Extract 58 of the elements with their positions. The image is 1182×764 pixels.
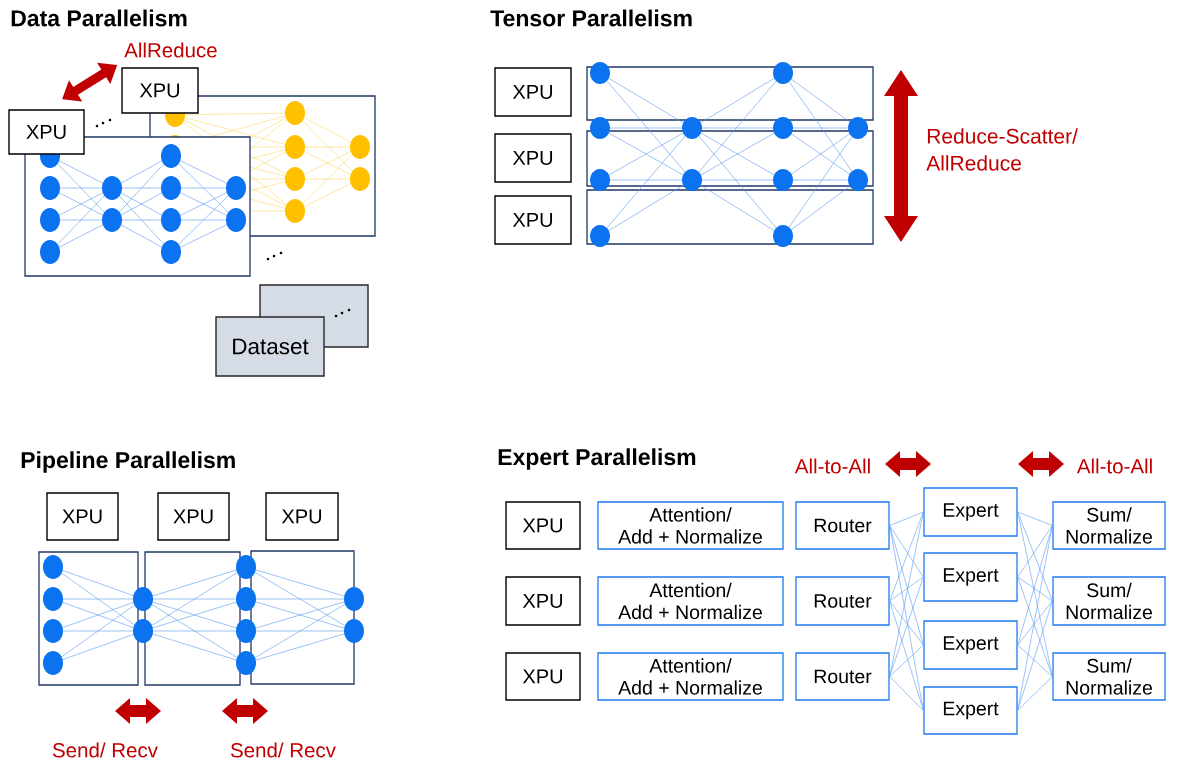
processor-box: XPU — [8, 109, 85, 155]
sum-box: Sum/ Normalize — [1052, 576, 1166, 626]
connector-line — [1017, 676, 1053, 711]
layer-box: Attention/ Add + Normalize — [597, 576, 784, 626]
sum-box: Sum/ Normalize — [1052, 652, 1166, 701]
connector-line — [889, 525, 924, 646]
section-heading: Data Parallelism — [11, 9, 187, 27]
processor-box: XPU — [121, 67, 199, 114]
connector-line — [1017, 511, 1053, 526]
expert-box: Expert — [923, 686, 1018, 735]
section-heading: Tensor Parallelism — [490, 9, 692, 27]
layer-box: Attention/ Add + Normalize — [597, 501, 784, 550]
processor-box: XPU — [46, 492, 119, 541]
section-heading: Expert Parallelism — [498, 448, 696, 470]
operation-label: All-to-All — [794, 458, 870, 474]
processor-box: XPU — [157, 492, 230, 541]
processor-box: XPU — [265, 492, 339, 541]
operation-label: Reduce-Scatter/ AllReduce — [926, 128, 1078, 171]
sum-box: Sum/ Normalize — [1052, 501, 1166, 550]
layer-box: Attention/ Add + Normalize — [597, 652, 784, 701]
connector-line — [889, 576, 924, 677]
edge-label: AllReduce — [123, 41, 219, 59]
connector-line — [889, 511, 924, 526]
expert-box: Expert — [923, 552, 1018, 602]
connector-line — [889, 576, 924, 602]
connector-line — [1017, 576, 1053, 677]
connector-line — [889, 511, 924, 677]
connector-line — [889, 525, 924, 711]
connector-line — [1017, 644, 1053, 677]
processor-box: XPU — [494, 195, 572, 245]
router-box: Router — [795, 501, 890, 550]
router-box: Router — [795, 576, 890, 626]
connector-line — [1017, 525, 1053, 578]
connector-line — [889, 600, 924, 646]
processor-box: XPU — [505, 501, 581, 550]
connector-line — [1017, 525, 1053, 711]
processor-box: XPU — [494, 67, 572, 117]
connector-line — [1017, 511, 1053, 677]
operation-label: Send/ Recv — [230, 742, 336, 758]
expert-box: Expert — [923, 620, 1018, 670]
connector-line — [889, 676, 924, 711]
router-box: Router — [795, 652, 890, 701]
processor-box: XPU — [505, 652, 581, 701]
processor-box: XPU — [505, 576, 581, 626]
expert-box: Expert — [923, 487, 1018, 537]
connector-line — [1017, 576, 1053, 602]
dataset-box: Dataset — [215, 316, 325, 377]
connector-line — [1017, 511, 1053, 602]
connector-line — [889, 600, 924, 711]
section-heading: Pipeline Parallelism — [21, 451, 235, 473]
connector-line — [889, 511, 924, 602]
connector-line — [1017, 600, 1053, 646]
operation-label: Send/ Recv — [52, 742, 158, 758]
connector-line — [1017, 600, 1053, 711]
processor-box: XPU — [494, 133, 572, 183]
connector-line — [889, 644, 924, 677]
connector-line — [889, 525, 924, 578]
operation-label: All-to-All — [1076, 458, 1152, 474]
